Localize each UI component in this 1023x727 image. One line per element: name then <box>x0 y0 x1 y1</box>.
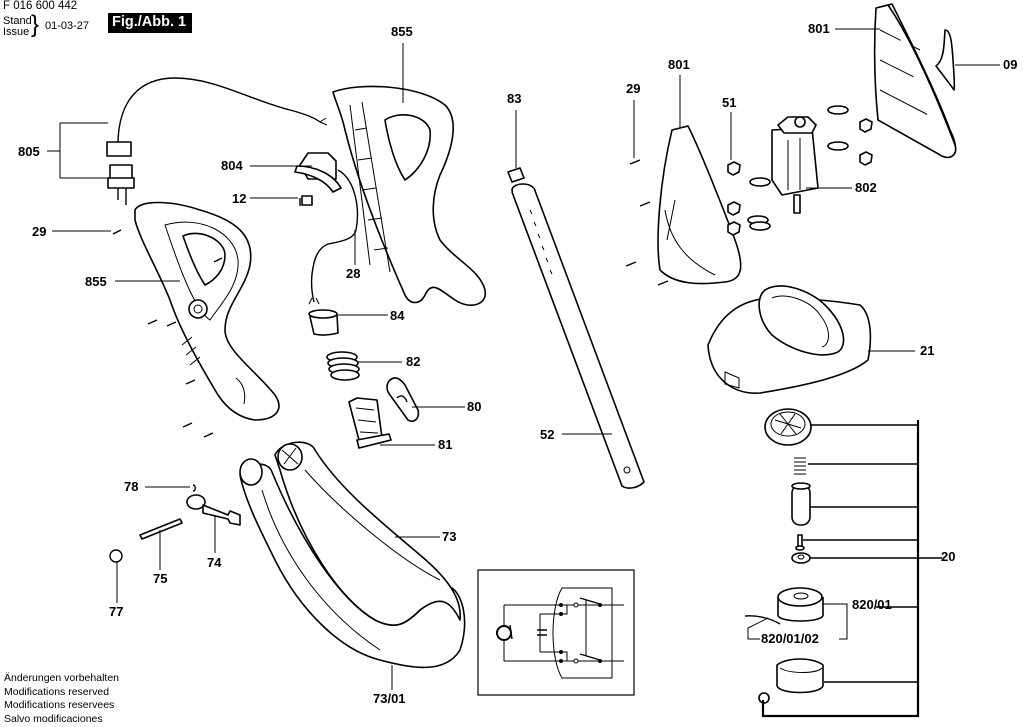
stand-label: Stand <box>3 15 32 27</box>
callout-73-01[interactable]: 73/01 <box>373 691 406 706</box>
part-855-housing-top[interactable] <box>332 85 486 306</box>
brace-symbol: } <box>31 11 40 38</box>
part-801-motor-shell[interactable] <box>657 125 742 285</box>
part-77-ring[interactable] <box>109 549 123 563</box>
footer-line-es: Salvo modificaciones <box>4 713 103 726</box>
callout-802[interactable]: 802 <box>855 180 877 195</box>
callout-29-left[interactable]: 29 <box>32 224 47 239</box>
callout-78[interactable]: 78 <box>124 479 139 494</box>
callout-84[interactable]: 84 <box>390 308 405 323</box>
bracket-kit <box>747 420 942 718</box>
part-74-wing-screw[interactable] <box>186 494 241 526</box>
part-84-sleeve[interactable] <box>308 309 339 336</box>
footer-line-fr: Modifications reservees <box>4 699 115 712</box>
callout-75[interactable]: 75 <box>153 571 168 586</box>
part-28-wire[interactable] <box>308 169 359 305</box>
screws-29-right[interactable] <box>625 159 669 286</box>
callout-820-01[interactable]: 820/01 <box>852 597 892 612</box>
callout-51[interactable]: 51 <box>722 95 737 110</box>
callout-20[interactable]: 20 <box>941 549 956 564</box>
part-801-motor-housing-top[interactable] <box>873 3 957 159</box>
callout-83[interactable]: 83 <box>507 91 522 106</box>
callout-73[interactable]: 73 <box>442 529 457 544</box>
callout-09[interactable]: 09 <box>1003 57 1018 72</box>
callout-80[interactable]: 80 <box>467 399 482 414</box>
leader-805 <box>47 122 108 179</box>
callout-29-right[interactable]: 29 <box>626 81 641 96</box>
callout-77[interactable]: 77 <box>109 604 124 619</box>
wiring-schematic <box>477 569 635 696</box>
part-09-nameplate[interactable] <box>935 29 956 91</box>
footer-line-en: Modifications reserved <box>4 685 110 698</box>
document-number: F 016 600 442 <box>3 0 78 12</box>
callout-820-01-02[interactable]: 820/01/02 <box>761 631 819 646</box>
part-screw-small[interactable] <box>795 534 805 551</box>
part-spring[interactable] <box>794 457 806 475</box>
part-pin[interactable] <box>791 482 811 526</box>
part-52-tube[interactable] <box>511 183 645 489</box>
callout-28[interactable]: 28 <box>346 266 361 281</box>
part-802-motor[interactable] <box>771 116 819 214</box>
part-78-retaining-ring[interactable] <box>192 484 196 492</box>
part-820-01-spool[interactable] <box>744 587 824 625</box>
part-804-switch[interactable] <box>294 152 342 193</box>
callout-21[interactable]: 21 <box>920 343 935 358</box>
part-83-cap[interactable] <box>507 167 525 183</box>
footer-line-de: Änderungen vorbehalten <box>4 672 120 684</box>
callout-855-top[interactable]: 855 <box>391 24 413 39</box>
screws-29-left[interactable] <box>112 229 223 438</box>
callout-804[interactable]: 804 <box>221 158 243 173</box>
part-73-aux-handle[interactable] <box>239 441 466 669</box>
issue-date: 01-03-27 <box>45 20 90 32</box>
part-82-bellows[interactable] <box>326 351 360 381</box>
part-81-adapter[interactable] <box>348 397 392 449</box>
callout-855-left[interactable]: 855 <box>85 274 107 289</box>
callout-805[interactable]: 805 <box>18 144 40 159</box>
part-20-washer[interactable] <box>791 552 811 564</box>
part-855-housing-left[interactable] <box>134 201 280 421</box>
callout-801-top[interactable]: 801 <box>808 21 830 36</box>
callout-81[interactable]: 81 <box>438 437 453 452</box>
issue-label: Issue <box>3 26 30 38</box>
footer-notice: Änderungen vorbehalten Modifications res… <box>4 672 119 727</box>
figure-badge: Fig./Abb. 1 <box>108 13 193 33</box>
callout-82[interactable]: 82 <box>406 354 421 369</box>
callout-12[interactable]: 12 <box>232 191 247 206</box>
part-21-guard[interactable] <box>707 285 872 394</box>
part-spool-cap[interactable] <box>758 658 824 704</box>
part-51-dampers[interactable] <box>727 105 873 236</box>
callout-74[interactable]: 74 <box>207 555 222 570</box>
part-75-bolt[interactable] <box>139 518 183 540</box>
part-12-capacitor[interactable] <box>299 195 313 206</box>
part-805-cable-plug[interactable] <box>106 77 328 205</box>
callout-52[interactable]: 52 <box>540 427 555 442</box>
part-fan-wheel[interactable] <box>764 408 812 446</box>
callout-801-mid[interactable]: 801 <box>668 57 690 72</box>
part-80-clamp[interactable] <box>386 377 420 423</box>
